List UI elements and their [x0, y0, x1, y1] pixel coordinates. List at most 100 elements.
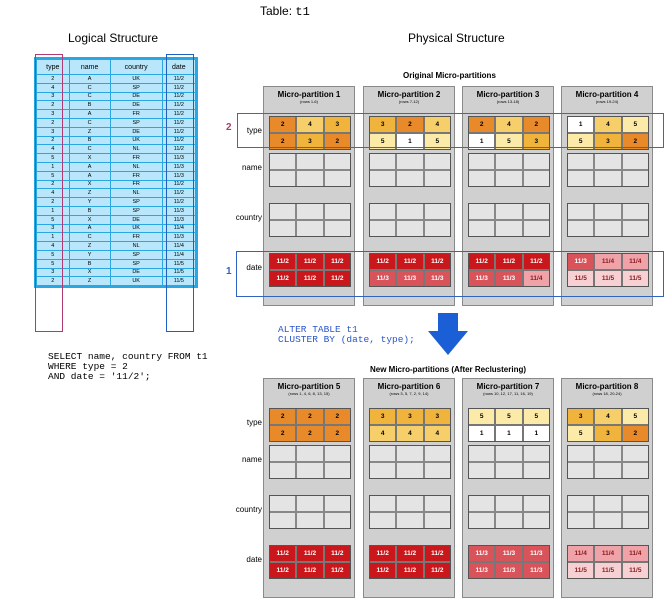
grid-cell	[424, 154, 450, 169]
grid-cell: 2	[270, 426, 296, 441]
grid-cell	[595, 513, 621, 528]
grid-cell: 11/4	[622, 546, 648, 561]
new-partitions-title: New Micro-partitions (After Reclustering…	[370, 365, 527, 374]
grid-cell	[622, 446, 648, 461]
grid-cell: 11/4	[622, 254, 648, 269]
grid-cell	[270, 154, 296, 169]
grid-cell: 2	[270, 134, 296, 149]
table-cell: X	[68, 267, 111, 278]
table-cell: DE	[109, 126, 163, 137]
grid-cell: 11/2	[270, 254, 296, 269]
partition-name: Micro-partition 7	[476, 382, 540, 391]
grid-cell	[496, 513, 522, 528]
grid-cell: 4	[297, 117, 323, 132]
grid-cell: 11/3	[370, 271, 396, 286]
table-cell: FR	[109, 153, 163, 163]
table-cell: FR	[109, 179, 163, 190]
table-cell: C	[68, 91, 111, 102]
grid-cell: 4	[595, 409, 621, 424]
grid-cell: 3	[297, 134, 323, 149]
grid-cell: 11/2	[324, 563, 350, 578]
grid-cell: 11/2	[270, 563, 296, 578]
grid-cell	[424, 463, 450, 478]
table-cell: B	[68, 100, 111, 111]
country-cells	[567, 495, 649, 529]
table-cell: DE	[109, 100, 163, 111]
table-cell: SP	[109, 117, 163, 128]
country-cells	[369, 203, 451, 237]
grid-cell: 2	[397, 117, 423, 132]
table-cell: NL	[109, 188, 163, 199]
country-cells	[269, 203, 351, 237]
grid-cell: 11/3	[469, 563, 495, 578]
grid-cell	[469, 154, 495, 169]
grid-cell: 4	[397, 426, 423, 441]
table-cell: UK	[109, 223, 163, 234]
grid-cell: 5	[622, 117, 648, 132]
grid-cell: 11/2	[397, 546, 423, 561]
grid-cell: 11/4	[568, 546, 594, 561]
grid-cell	[270, 204, 296, 219]
column-header: type	[36, 59, 70, 75]
date-marker: 1	[226, 266, 232, 277]
grid-cell: 1	[496, 426, 522, 441]
table-cell: C	[68, 117, 111, 128]
grid-cell	[469, 513, 495, 528]
grid-cell: 2	[324, 426, 350, 441]
grid-cell	[622, 513, 648, 528]
grid-cell: 11/2	[270, 271, 296, 286]
grid-cell	[523, 204, 549, 219]
grid-cell: 5	[496, 409, 522, 424]
grid-cell	[568, 463, 594, 478]
grid-cell: 5	[370, 134, 396, 149]
grid-cell	[496, 171, 522, 186]
row-label-name: name	[241, 163, 262, 172]
grid-cell	[568, 496, 594, 511]
country-cells	[468, 203, 550, 237]
table-cell: B	[68, 258, 111, 269]
grid-cell	[424, 221, 450, 236]
grid-cell	[469, 221, 495, 236]
grid-cell	[324, 496, 350, 511]
grid-cell: 11/4	[595, 546, 621, 561]
partition-name: Micro-partition 5	[277, 382, 341, 391]
grid-cell: 5	[496, 134, 522, 149]
grid-cell	[424, 513, 450, 528]
grid-cell	[568, 446, 594, 461]
partition-name: Micro-partition 1	[277, 90, 341, 99]
grid-cell: 11/5	[568, 563, 594, 578]
grid-cell: 11/2	[297, 271, 323, 286]
micro-partition: Micro-partition 7(rows 10, 12, 17, 11, 1…	[462, 378, 554, 598]
grid-cell	[523, 154, 549, 169]
table-cell: NL	[109, 241, 163, 251]
grid-cell	[622, 221, 648, 236]
grid-cell: 4	[370, 426, 396, 441]
grid-cell: 1	[469, 134, 495, 149]
grid-cell: 11/2	[324, 254, 350, 269]
grid-cell	[595, 463, 621, 478]
micro-partition: Micro-partition 6(rows 3, 5, 7, 2, 9, 14…	[363, 378, 455, 598]
grid-cell: 11/3	[469, 271, 495, 286]
grid-cell: 5	[424, 134, 450, 149]
grid-cell: 11/3	[496, 546, 522, 561]
grid-cell	[568, 204, 594, 219]
grid-cell	[469, 446, 495, 461]
grid-cell: 3	[568, 409, 594, 424]
grid-cell	[297, 154, 323, 169]
grid-cell: 3	[370, 117, 396, 132]
grid-cell	[496, 154, 522, 169]
grid-cell: 11/3	[397, 271, 423, 286]
grid-cell: 11/3	[523, 563, 549, 578]
grid-cell	[469, 204, 495, 219]
grid-cell	[496, 496, 522, 511]
column-header: name	[68, 59, 111, 75]
grid-cell	[424, 496, 450, 511]
row-label-name: name	[241, 455, 262, 464]
grid-cell: 11/2	[270, 546, 296, 561]
